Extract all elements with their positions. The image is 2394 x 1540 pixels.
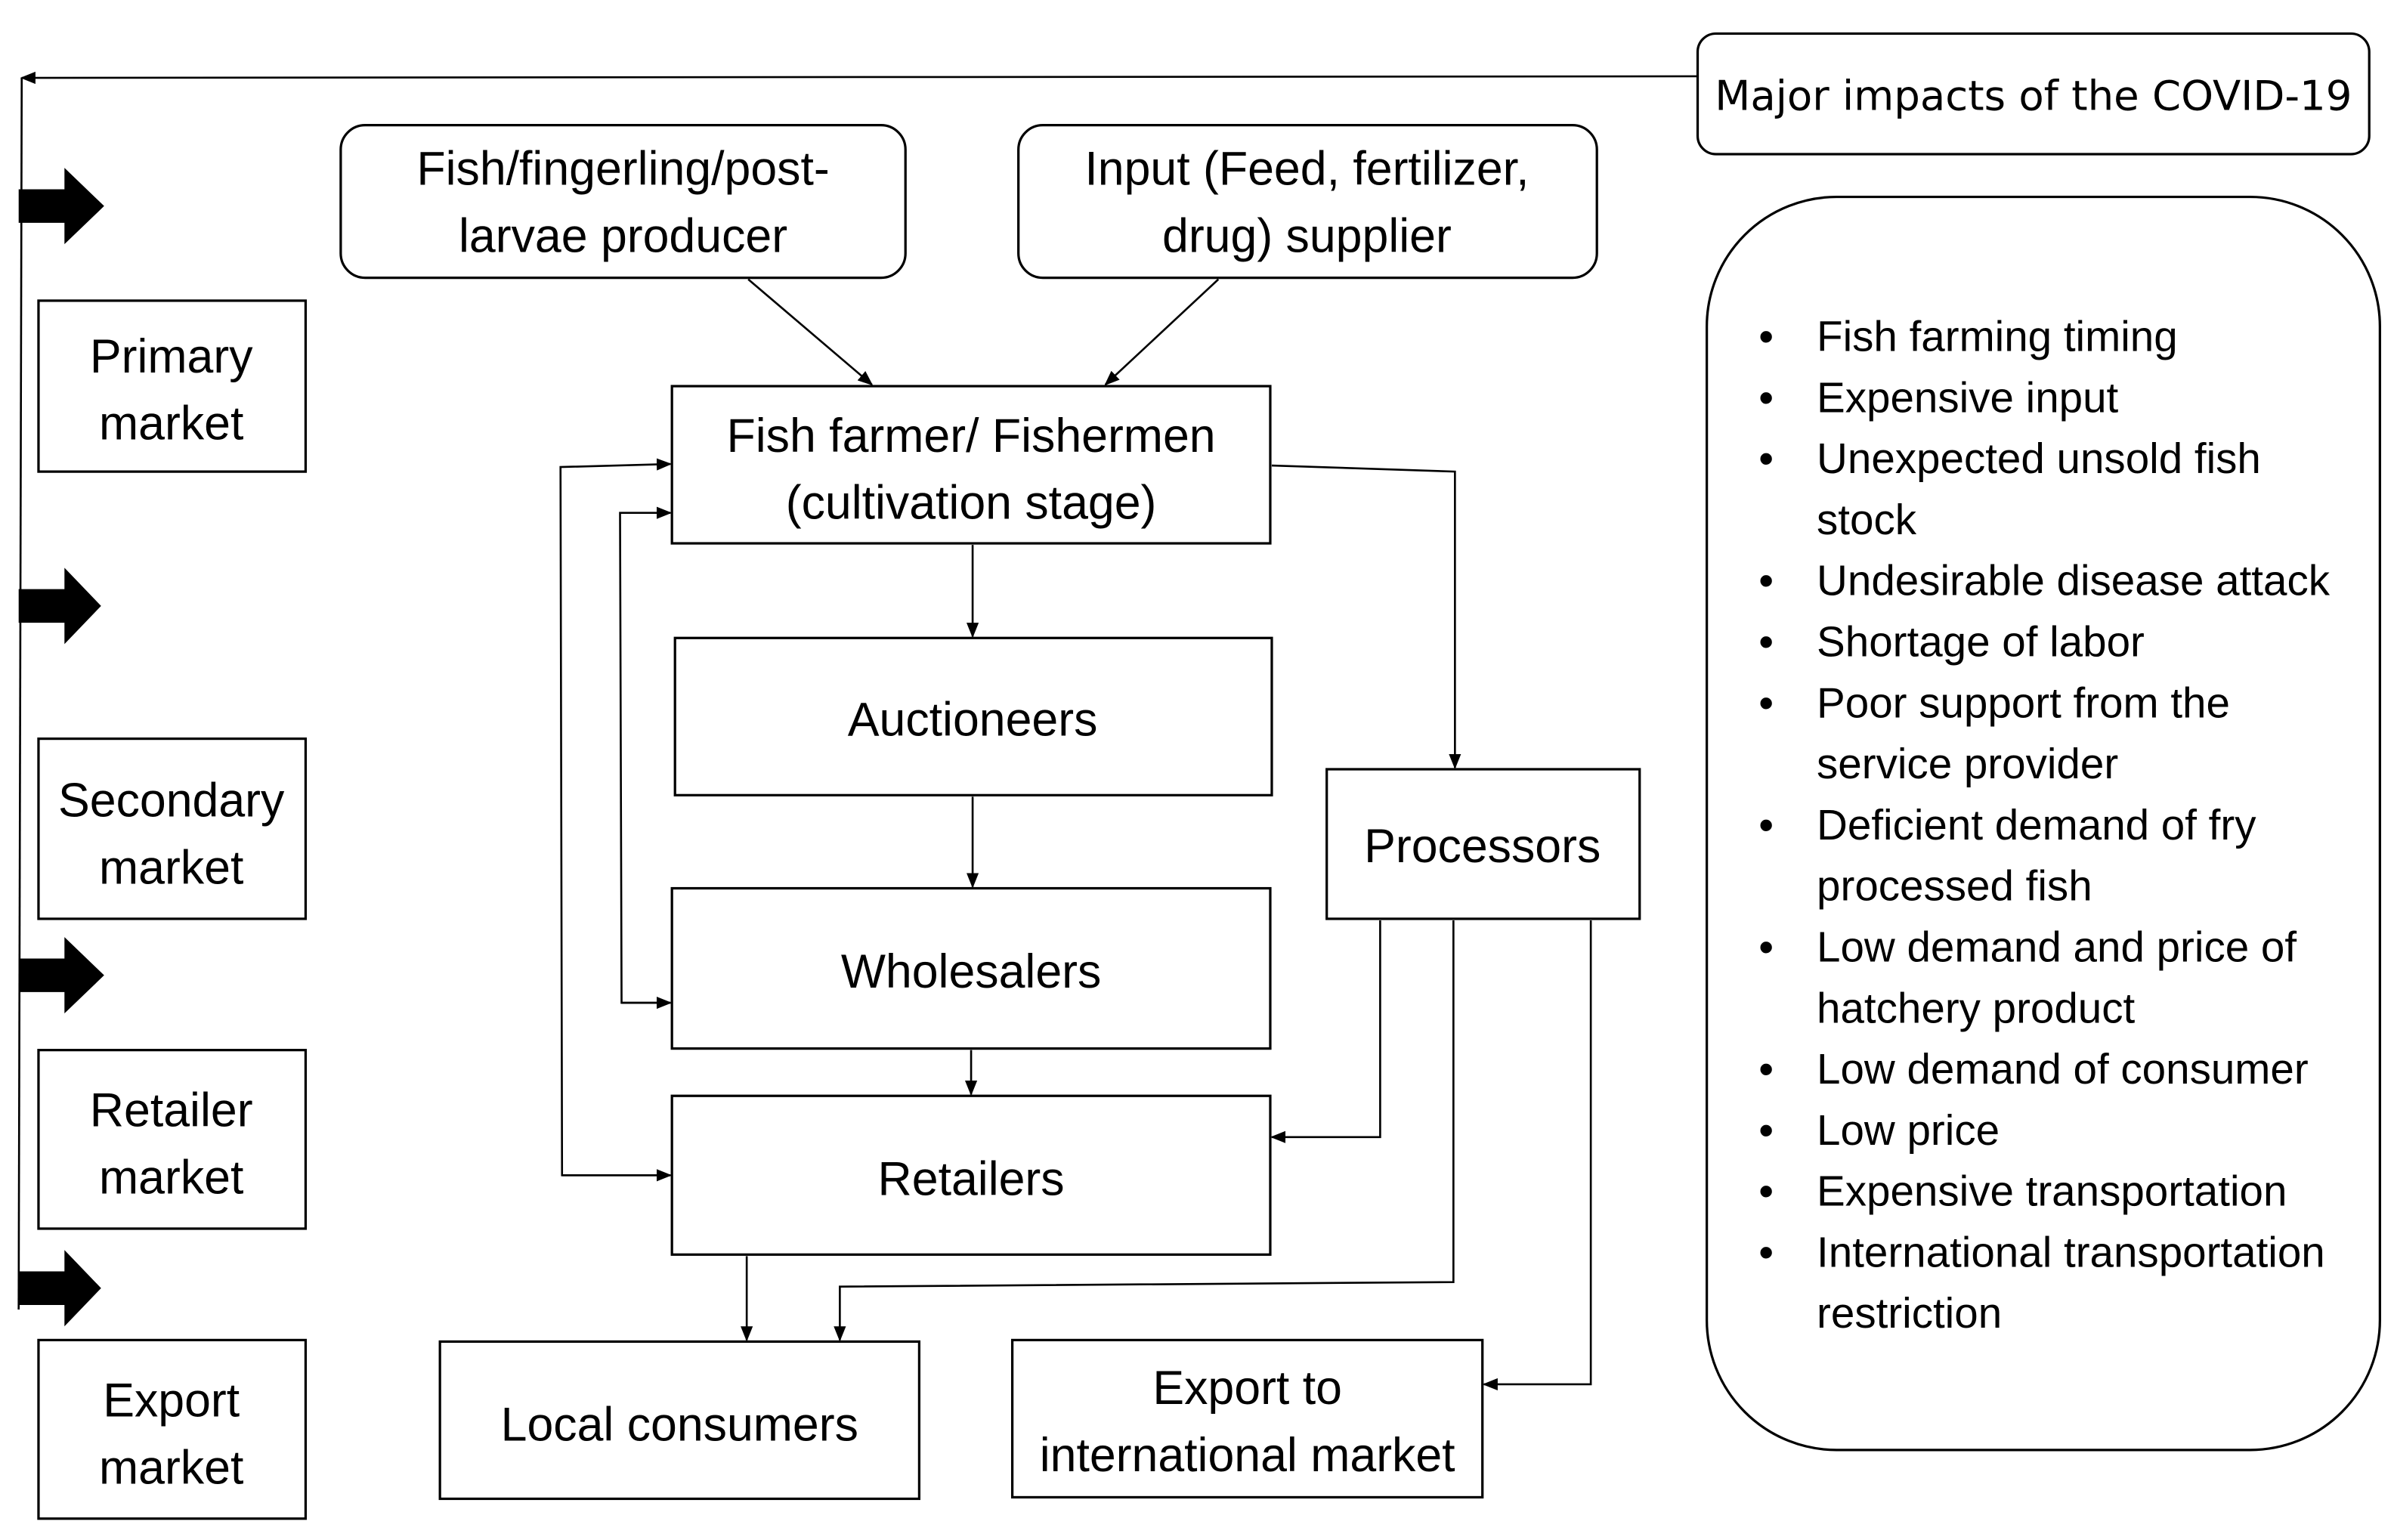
impact-item: • International transportation restriction — [1758, 1228, 2324, 1337]
node-label-line2: international market — [1040, 1429, 1455, 1482]
arrow-wholesalers-farmer-loop — [619, 506, 673, 1004]
node-input-supplier: Input (Feed, fertilizer, drug) supplier — [1017, 124, 1598, 280]
impact-item: • Unexpected unsold fish stock — [1758, 434, 2261, 543]
node-label-line2: larvae producer — [459, 209, 787, 262]
bullet-icon: • — [1758, 679, 1774, 726]
market-label-line2: market — [99, 841, 243, 894]
impact-list: • Fish farming timing • Expensive input • Une… — [1758, 313, 2330, 1337]
impact-text: Low price — [1817, 1106, 2000, 1154]
impact-text: International transportation — [1817, 1228, 2325, 1276]
impact-item: • Fish farming timing — [1758, 313, 2177, 360]
impact-text: Fish farming timing — [1817, 313, 2178, 360]
impact-text: stock — [1817, 496, 1917, 543]
impact-text: Expensive transportation — [1817, 1167, 2287, 1215]
market-secondary: Secondary market — [37, 737, 308, 920]
market-label-line2: market — [99, 1152, 243, 1204]
node-processors: Processors — [1325, 768, 1641, 920]
impact-text: Shortage of labor — [1817, 618, 2145, 666]
market-level-arrows — [18, 168, 104, 1327]
impact-text: service provider — [1817, 740, 2118, 787]
impact-text: restriction — [1817, 1289, 2002, 1337]
node-label: Wholesalers — [841, 945, 1101, 998]
impact-text: Undesirable disease attack — [1817, 557, 2331, 605]
impact-item: • Expensive input — [1758, 373, 2118, 421]
impact-text: processed fish — [1817, 862, 2092, 910]
market-label-line2: market — [99, 1441, 243, 1494]
impact-item: • Undesirable disease attack — [1758, 557, 2330, 605]
covid-feedback-connector — [17, 71, 1698, 1310]
big-arrow-icon — [18, 567, 101, 645]
node-label: Local consumers — [501, 1399, 858, 1452]
impact-item: • Expensive transportation — [1758, 1167, 2287, 1215]
impact-item: • Poor support from the service provider — [1758, 679, 2230, 787]
market-label-line2: market — [99, 397, 243, 450]
node-label: Retailers — [878, 1153, 1065, 1206]
covid-header-title: Major impacts of the COVID-19 — [1715, 71, 2352, 119]
node-label-line2: (cultivation stage) — [786, 477, 1157, 530]
impact-item: • Shortage of labor — [1758, 618, 2145, 666]
bullet-icon: • — [1758, 373, 1774, 421]
impact-text: Low demand of consumer — [1817, 1045, 2309, 1093]
bullet-icon: • — [1758, 1106, 1774, 1154]
bullet-icon: • — [1758, 1045, 1774, 1093]
impact-text: Poor support from the — [1817, 679, 2230, 726]
bullet-icon: • — [1758, 618, 1774, 666]
arrow-input-to-farmer — [1104, 278, 1220, 386]
bullet-icon: • — [1758, 801, 1774, 849]
bullet-icon: • — [1758, 1167, 1774, 1215]
market-retailer: Retailer market — [37, 1049, 308, 1230]
impact-item: • Low price — [1758, 1106, 2000, 1154]
market-label-line1: Primary — [90, 330, 253, 383]
node-label-line2: drug) supplier — [1162, 209, 1452, 262]
node-label: Processors — [1364, 820, 1601, 873]
node-label-line1: Fish farmer/ Fishermen — [727, 410, 1216, 462]
market-primary: Primary market — [37, 299, 308, 473]
arrow-farmer-to-processors — [1271, 464, 1461, 769]
market-label-line1: Export — [103, 1374, 240, 1427]
impact-text: Unexpected unsold fish — [1817, 434, 2261, 482]
arrow-retailers-farmer-loop — [559, 458, 673, 1177]
node-local-consumers: Local consumers — [438, 1340, 921, 1501]
impact-text: Deficient demand of fry — [1817, 801, 2256, 849]
bullet-icon: • — [1758, 557, 1774, 605]
market-export: Export market — [37, 1338, 308, 1520]
node-wholesalers: Wholesalers — [670, 886, 1272, 1050]
arrow-processors-to-export — [1482, 920, 1592, 1391]
big-arrow-icon — [18, 937, 104, 1014]
market-label-line1: Retailer — [90, 1084, 253, 1137]
node-label-line1: Export to — [1152, 1362, 1342, 1415]
connectors — [559, 278, 1592, 1391]
node-fish-farmer: Fish farmer/ Fishermen (cultivation stag… — [670, 385, 1272, 545]
node-auctioneers: Auctioneers — [673, 636, 1273, 796]
node-export-international: Export to international market — [1010, 1338, 1484, 1499]
bullet-icon: • — [1758, 1228, 1774, 1276]
impact-item: • Deficient demand of fry processed fish — [1758, 801, 2256, 910]
market-label-line1: Secondary — [58, 775, 285, 827]
node-label-line1: Input (Feed, fertilizer, — [1084, 142, 1529, 195]
big-arrow-icon — [18, 1250, 101, 1327]
arrow-seed-to-farmer — [747, 278, 874, 386]
impacts-panel: • Fish farming timing • Expensive input • Une… — [1706, 195, 2381, 1452]
node-label-line1: Fish/fingerling/post- — [416, 142, 829, 195]
bullet-icon: • — [1758, 923, 1774, 970]
node-label: Auctioneers — [848, 694, 1098, 747]
impact-item: • Low demand and price of hatchery product — [1758, 923, 2297, 1031]
covid-header-box: Major impacts of the COVID-19 — [1696, 32, 2371, 156]
bullet-icon: • — [1758, 434, 1774, 482]
big-arrow-icon — [18, 168, 104, 245]
node-seed-producer: Fish/fingerling/post- larvae producer — [339, 124, 907, 280]
impact-item: • Low demand of consumer — [1758, 1045, 2308, 1093]
impact-text: Expensive input — [1817, 373, 2119, 421]
impact-text: hatchery product — [1817, 984, 2135, 1031]
arrow-processors-to-retailers — [1270, 920, 1381, 1143]
impact-text: Low demand and price of — [1817, 923, 2297, 970]
arrow-processors-to-local — [834, 920, 1455, 1342]
node-retailers: Retailers — [670, 1094, 1272, 1256]
bullet-icon: • — [1758, 313, 1774, 360]
